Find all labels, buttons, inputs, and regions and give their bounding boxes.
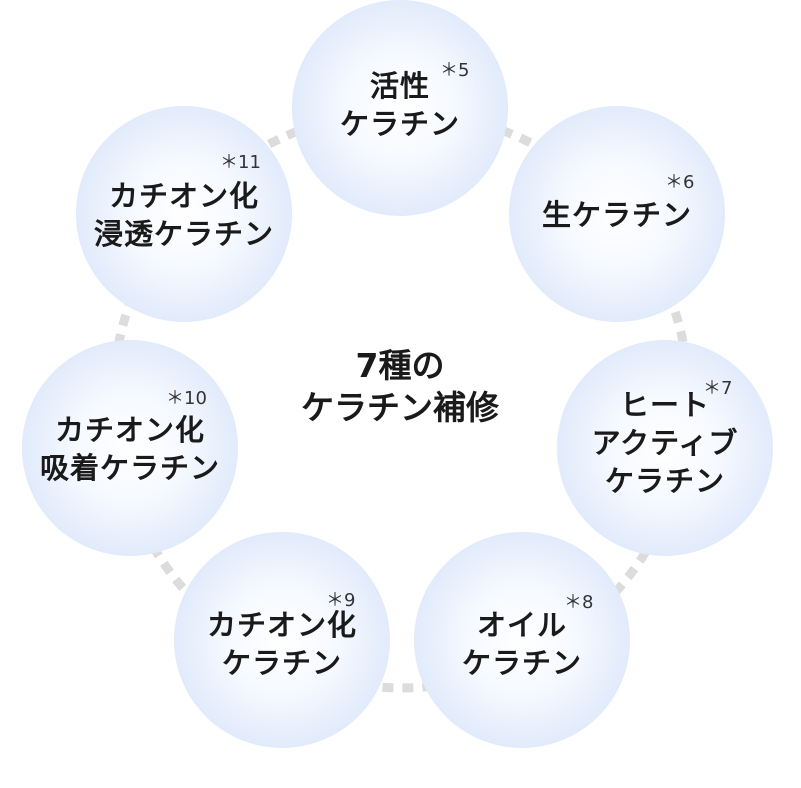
node-raw-keratin: 生ケラチン ＊6 <box>509 106 725 322</box>
footnote-marker: ＊7 <box>703 378 733 399</box>
node-label: カチオン化 浸透ケラチン <box>94 177 274 253</box>
node-cationic-penetrating-keratin: カチオン化 浸透ケラチン ＊11 <box>76 106 292 322</box>
node-cationic-keratin: カチオン化 ケラチン ＊9 <box>174 532 390 748</box>
node-label-line: アクティブ <box>591 426 739 460</box>
footnote-marker: ＊9 <box>326 590 356 611</box>
footnote-marker: ＊11 <box>220 152 261 173</box>
node-oil-keratin: オイル ケラチン ＊8 <box>414 532 630 748</box>
node-label-line: オイル <box>476 608 567 642</box>
footnote-marker: ＊8 <box>564 592 594 613</box>
footnote-marker: ＊5 <box>440 60 470 81</box>
node-label-line: 活性 <box>369 69 430 103</box>
node-label-line: カチオン化 <box>206 608 357 642</box>
center-title-line-2: ケラチン補修 <box>301 388 499 427</box>
node-label-line: 生ケラチン <box>541 198 692 232</box>
node-label-line: ケラチン <box>461 646 582 680</box>
footnote-marker: ＊10 <box>166 388 207 409</box>
node-cationic-adsorbing-keratin: カチオン化 吸着ケラチン ＊10 <box>22 340 238 556</box>
node-label-line: ケラチン <box>604 464 725 498</box>
node-label: 活性 ケラチン <box>340 67 460 143</box>
node-label-line: ケラチン <box>221 646 342 680</box>
node-label-line: カチオン化 <box>54 413 205 447</box>
node-label-line: 浸透ケラチン <box>93 217 274 251</box>
node-label-line: 吸着ケラチン <box>39 451 220 485</box>
center-title-line-1: 7種の <box>355 346 445 385</box>
node-label-line: ケラチン <box>339 107 460 141</box>
footnote-marker: ＊6 <box>665 172 695 193</box>
node-label-line: カチオン化 <box>108 179 259 213</box>
node-label: オイル ケラチン <box>462 606 582 682</box>
node-heat-active-keratin: ヒート アクティブ ケラチン ＊7 <box>557 340 773 556</box>
node-label: 生ケラチン <box>542 196 692 234</box>
node-label: カチオン化 ケラチン <box>207 606 357 682</box>
center-title: 7種の ケラチン補修 <box>250 345 550 429</box>
node-label-line: ヒート <box>619 388 710 422</box>
node-label: カチオン化 吸着ケラチン <box>40 411 220 487</box>
node-active-keratin: 活性 ケラチン ＊5 <box>292 0 508 216</box>
node-label: ヒート アクティブ ケラチン <box>592 386 739 500</box>
